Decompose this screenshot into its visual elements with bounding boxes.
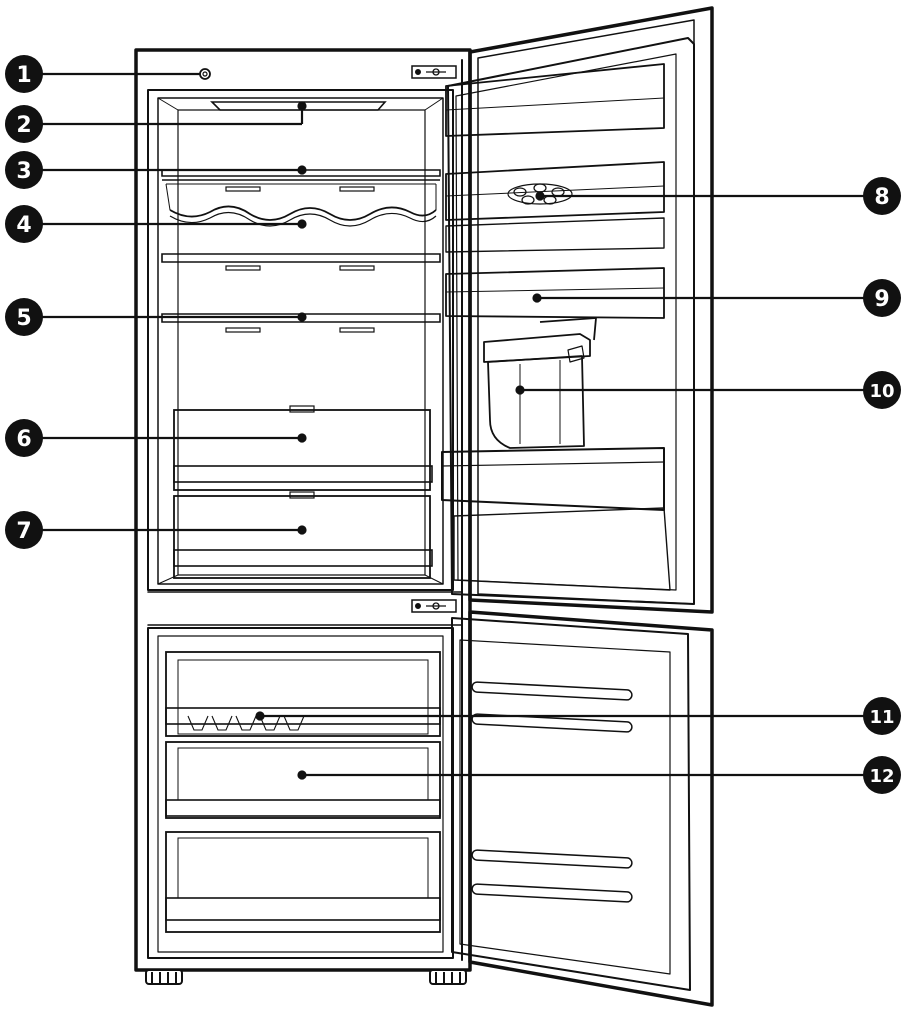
svg-text:4: 4 [16, 213, 31, 238]
callout-leaders [42, 72, 864, 780]
door-bin-9 [445, 267, 665, 319]
shelf-5 [161, 313, 441, 323]
svg-text:7: 7 [16, 519, 31, 544]
egg-tray [507, 183, 573, 205]
lower-hinge [411, 599, 457, 613]
callout-1: 1 [5, 55, 43, 93]
svg-text:12: 12 [869, 766, 894, 787]
door-bin-8 [445, 161, 665, 221]
drawer-6 [173, 409, 431, 491]
callout-5: 5 [5, 298, 43, 336]
wine-rack [169, 205, 437, 221]
callout-8: 8 [863, 177, 901, 215]
control-knob [199, 68, 211, 80]
callout-12: 12 [863, 756, 901, 794]
svg-text:5: 5 [16, 306, 31, 331]
fridge-shelves [161, 110, 441, 575]
svg-text:2: 2 [16, 113, 31, 138]
callout-7: 7 [5, 511, 43, 549]
drawer-7 [173, 495, 431, 579]
freezer-door [451, 610, 714, 1007]
svg-text:6: 6 [16, 427, 31, 452]
callout-9: 9 [863, 279, 901, 317]
upper-hinge [411, 65, 457, 79]
freezer-drawer-12 [165, 741, 441, 819]
fridge-door [441, 6, 714, 614]
svg-text:3: 3 [16, 159, 31, 184]
callout-4: 4 [5, 205, 43, 243]
callout-11: 11 [863, 697, 901, 735]
callout-3: 3 [5, 151, 43, 189]
interior-lamp [210, 101, 387, 111]
svg-text:9: 9 [874, 287, 889, 312]
svg-text:11: 11 [869, 707, 894, 728]
svg-text:10: 10 [869, 381, 894, 402]
svg-text:1: 1 [16, 63, 31, 88]
water-tank-10 [483, 317, 597, 449]
cabinet-feet [145, 969, 467, 985]
callout-2: 2 [5, 105, 43, 143]
callout-10: 10 [863, 371, 901, 409]
shelf-3 [161, 169, 441, 177]
freezer-drawers [165, 651, 441, 933]
callout-6: 6 [5, 419, 43, 457]
fridge-drawers [173, 405, 433, 579]
svg-text:8: 8 [874, 185, 889, 210]
